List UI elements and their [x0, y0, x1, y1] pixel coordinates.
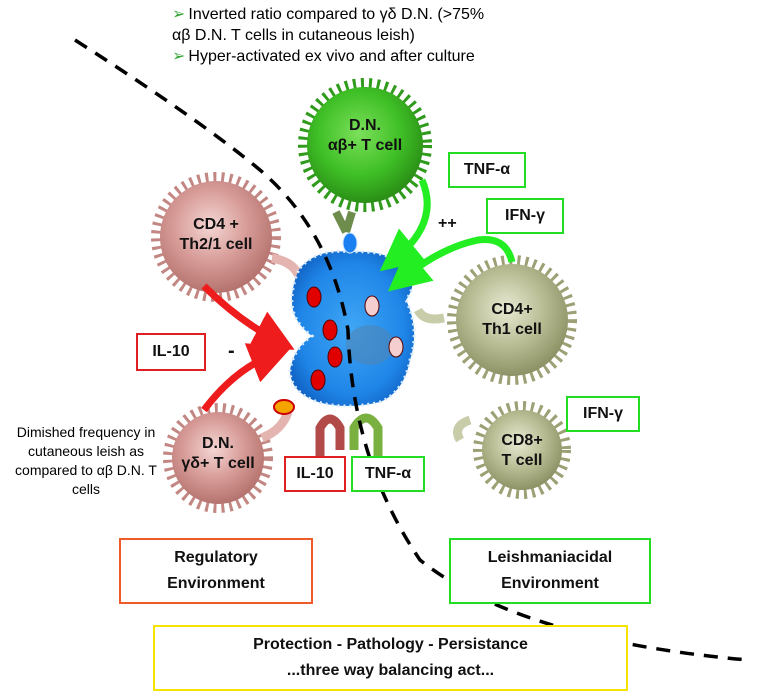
regulatory-environment-box: Regulatory Environment: [119, 538, 313, 604]
cd4-th21-cell: [151, 172, 281, 302]
dn-gd-t-cell: [163, 403, 273, 513]
green-arrow-th1: [387, 235, 516, 292]
note-line-2: αβ D.N. T cells in cutaneous leish): [172, 27, 415, 44]
ifn-gamma-box-right: IFN-γ: [566, 396, 640, 432]
note-line-3: ➢Hyper-activated ex vivo and after cultu…: [172, 48, 475, 65]
tnf-alpha-box-top: TNF-α: [448, 152, 526, 188]
cd4-th21-label: CD4 + Th2/1 cell: [179, 216, 253, 253]
plus-plus-symbol: ++: [438, 215, 457, 232]
dn-ab-label: D.N. αβ+ T cell: [327, 117, 403, 154]
red-arrow-gd: [201, 343, 292, 413]
note-line-1: ➢Inverted ratio compared to γδ D.N. (>75…: [172, 6, 485, 23]
gd-frequency-note: Dimished frequency in cutaneous leish as…: [15, 424, 157, 497]
il10-box-left: IL-10: [136, 333, 206, 371]
dashed-divider: [74, 38, 749, 662]
cd8-receptor: [453, 415, 472, 443]
cd4-th1-label: CD4+ Th1 cell: [482, 301, 542, 338]
leishmaniacidal-environment-box: Leishmaniacidal Environment: [449, 538, 651, 604]
dn-ab-t-cell: [298, 78, 432, 212]
cd8-t-cell: [473, 401, 571, 499]
red-arrow-th21: [201, 283, 295, 350]
macrophage: [273, 232, 416, 415]
tnf-u-arrow: [349, 413, 383, 460]
il10-u-arrow: [315, 414, 345, 460]
balancing-act-box: Protection - Pathology - Persistance ...…: [153, 625, 628, 691]
cd8-label: CD8+ T cell: [501, 432, 543, 469]
tnf-alpha-box-bottom: TNF-α: [351, 456, 425, 492]
gd-receptor: [260, 410, 293, 443]
ab-receptor: [332, 210, 356, 234]
th1-receptor: [413, 307, 445, 324]
minus-symbol: -: [228, 340, 235, 362]
ifn-gamma-box-top: IFN-γ: [486, 198, 564, 234]
il10-box-bottom: IL-10: [284, 456, 346, 492]
dn-gd-label: D.N. γδ+ T cell: [181, 435, 255, 472]
top-notes: ➢Inverted ratio compared to γδ D.N. (>75…: [172, 4, 484, 67]
